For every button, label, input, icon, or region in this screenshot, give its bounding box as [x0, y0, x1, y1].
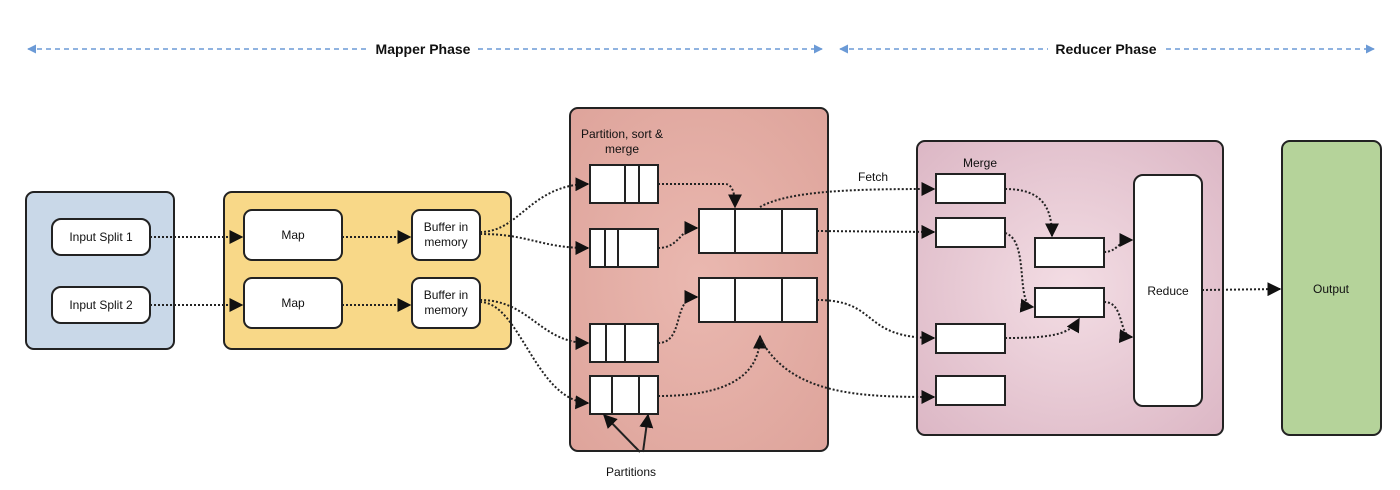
reduce-box	[1133, 174, 1203, 407]
merged-file-1	[698, 208, 818, 254]
partition-title-line2: merge	[605, 142, 639, 156]
partition-title-line1: Partition, sort &	[581, 127, 663, 141]
map-2-box	[243, 277, 343, 329]
arrow-fetch2-merge2	[1004, 232, 1035, 313]
arrow-buffer1-p1	[479, 177, 590, 233]
arrow-fetch3-merge2	[1004, 317, 1080, 339]
fetch-label: Fetch	[858, 170, 888, 184]
reducer-phase-indicator: Reducer Phase	[839, 41, 1375, 57]
arrow-merge1-reduce	[1103, 233, 1134, 253]
map-1-box	[243, 209, 343, 261]
mapper-phase-label: Mapper Phase	[376, 41, 471, 57]
partition-block-1	[589, 164, 659, 204]
merge-buffer-2	[1034, 287, 1105, 318]
buffer-1-label-line2: memory	[424, 235, 467, 249]
arrow-p3-merged2	[657, 290, 699, 344]
partitions-label: Partitions	[606, 465, 656, 479]
buffer-1-label-line1: Buffer in	[424, 220, 468, 234]
fetch-buffer-3	[935, 323, 1006, 354]
fetch-buffer-4	[935, 375, 1006, 406]
partition-block-2	[589, 228, 659, 268]
merged-file-2	[698, 277, 818, 323]
arrow-p1-merged1	[658, 183, 742, 209]
arrow-p2-merged1	[657, 221, 699, 249]
fetch-buffer-1	[935, 173, 1006, 204]
map-2-label: Map	[281, 296, 305, 310]
merge-label: Merge	[963, 156, 997, 170]
arrow-partitions-pointer-2	[639, 413, 654, 453]
arrow-reduce-output	[1201, 282, 1282, 297]
flow-arrows	[150, 177, 1282, 453]
merge-buffer-1	[1034, 237, 1105, 268]
reduce-label: Reduce	[1147, 284, 1189, 298]
mapper-phase-indicator: Mapper Phase	[27, 41, 823, 57]
output-label: Output	[1313, 282, 1350, 296]
arrow-partitions-pointer-1	[603, 413, 641, 453]
arrow-merged2-fetch4	[759, 337, 936, 404]
buffer-2-label-line2: memory	[424, 303, 467, 317]
reducer-phase-label: Reducer Phase	[1055, 41, 1156, 57]
partition-block-4	[589, 375, 659, 415]
input-split-2-label: Input Split 2	[69, 298, 133, 312]
fetch-buffer-2	[935, 217, 1006, 248]
partition-block-3	[589, 323, 659, 363]
output-container	[1281, 140, 1382, 436]
arrow-buffer2-p4	[479, 301, 590, 410]
input-container	[25, 191, 175, 350]
arrow-fetch1-merge1	[1004, 188, 1059, 238]
arrow-merged1-fetch2	[816, 224, 936, 239]
arrow-merged1-fetch1	[759, 182, 936, 208]
map-1-label: Map	[281, 228, 305, 242]
input-split-1-label: Input Split 1	[69, 230, 133, 244]
arrow-merge2-reduce	[1103, 301, 1134, 344]
buffer-2-label-line1: Buffer in	[424, 288, 468, 302]
arrow-p4-merged2	[657, 334, 767, 397]
